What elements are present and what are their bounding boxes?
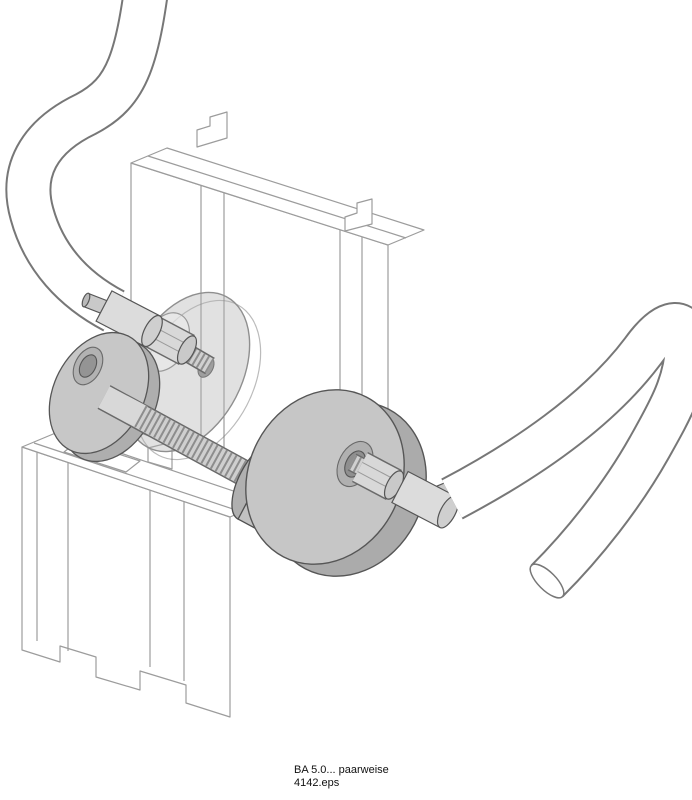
caption-line-1: BA 5.0... paarweise bbox=[294, 764, 389, 776]
right-rosette bbox=[245, 389, 427, 577]
profile-fin-left bbox=[196, 111, 228, 148]
left-pull-handle bbox=[5, 0, 168, 332]
figure-caption: BA 5.0... paarweise 4142.eps bbox=[294, 764, 389, 790]
right-hex-nut bbox=[352, 451, 405, 501]
handle-end-cap bbox=[529, 563, 565, 599]
profile-fin-right bbox=[344, 198, 373, 232]
threaded-connecting-rod bbox=[97, 385, 269, 495]
left-fastener-assembly bbox=[81, 290, 215, 375]
right-fastener-assembly bbox=[347, 451, 465, 529]
right-pull-handle bbox=[441, 302, 692, 599]
caption-line-2: 4142.eps bbox=[294, 777, 340, 789]
